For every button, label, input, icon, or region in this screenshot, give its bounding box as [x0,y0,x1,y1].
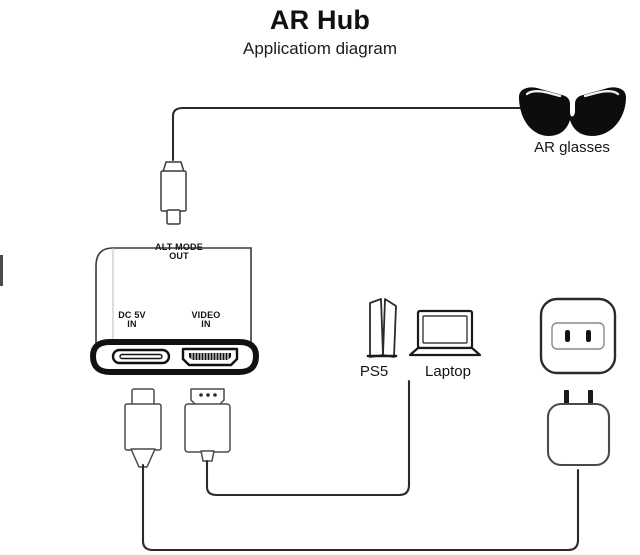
video-line2: IN [201,319,211,330]
cable-altmode-to-ar-glasses [171,106,522,162]
node-label-laptop: Laptop [425,363,471,380]
image-edge-artifact [0,255,3,286]
cable-usbc-to-power-adapter [141,463,580,552]
dc5v-line2: IN [127,319,137,330]
node-label-ps5: PS5 [359,363,389,380]
video-line1: VIDEO [191,310,221,320]
usb-c-plug-power [124,388,162,468]
laptop-icon [408,309,482,357]
ar-glasses-icon [519,87,626,136]
usb-c-connector-altmode [160,161,187,225]
port-label-alt-mode-out: ALT MODE OUT [124,242,234,262]
cable-hdmi-to-console [205,379,411,497]
wall-outlet-icon [539,297,617,375]
power-adapter-icon [546,390,611,467]
ar-hub-device [89,247,260,375]
alt-mode-line1: ALT MODE [155,242,203,252]
dc5v-line1: DC 5V [118,310,146,320]
port-label-video-in: VIDEO IN [178,310,234,330]
alt-mode-line2: OUT [169,251,189,262]
port-dc5v-in [111,348,171,365]
port-video-in [181,347,239,367]
ps5-console-icon [366,298,398,358]
node-label-ar-glasses: AR glasses [534,139,610,156]
port-label-dc5v-in: DC 5V IN [104,310,160,330]
hdmi-plug-video [184,388,231,462]
